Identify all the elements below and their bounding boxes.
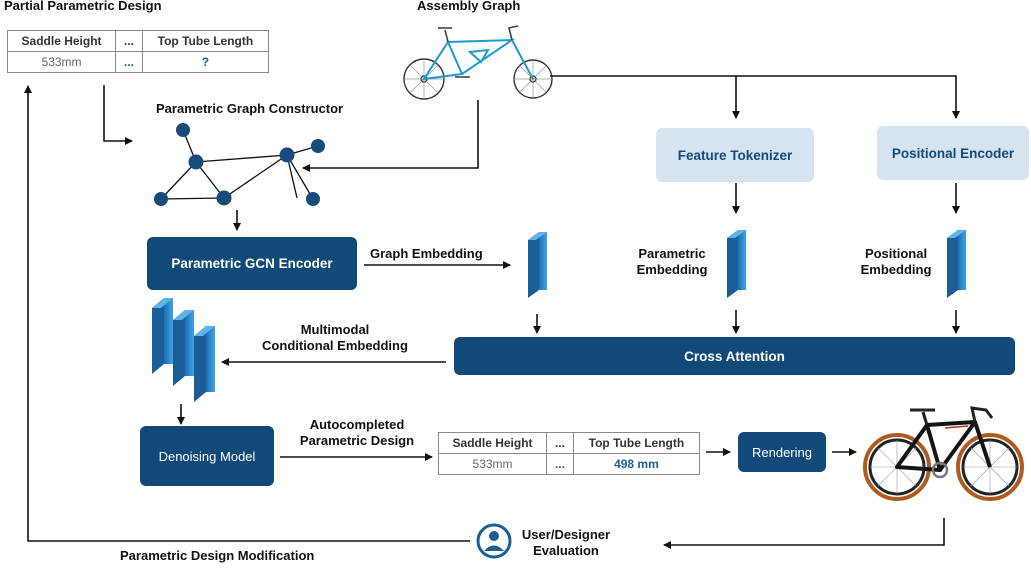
positional-embedding-line2: Embedding [860, 262, 932, 277]
header-ellipsis: ... [546, 432, 574, 454]
header-ellipsis: ... [115, 30, 143, 52]
arrow-assembly-to-graph [302, 100, 479, 172]
embedding-positional-icon [947, 230, 966, 298]
embedding-parametric-icon [727, 230, 746, 298]
multimodal-embedding-line1: Multimodal [300, 322, 370, 337]
user-evaluation-line1: User/Designer [521, 527, 611, 542]
table-header-row: Saddle Height ... Top Tube Length [6, 30, 270, 52]
value-top-tube-length: ? [141, 51, 270, 73]
multimodal-embedding-line2: Conditional Embedding [262, 338, 408, 353]
value-ellipsis: ... [115, 51, 143, 73]
feature-tokenizer-box: Feature Tokenizer [656, 128, 814, 182]
arrow-table-to-graph [103, 85, 133, 145]
positional-embedding-line1: Positional [864, 246, 928, 261]
header-saddle-height: Saddle Height [437, 432, 548, 454]
positional-encoder-box: Positional Encoder [877, 126, 1029, 180]
multimodal-embedding-label: Multimodal Conditional Embedding [240, 322, 430, 354]
header-top-tube-length: Top Tube Length [141, 30, 270, 52]
graph-constructor-title: Parametric Graph Constructor [156, 101, 344, 116]
header-top-tube-length: Top Tube Length [572, 432, 701, 454]
value-saddle-height: 533mm [6, 51, 117, 73]
rendering-box: Rendering [738, 432, 826, 472]
parametric-embedding-label: Parametric Embedding [628, 246, 716, 278]
assembly-graph-title: Assembly Graph [417, 0, 521, 13]
table-value-row: 533mm ... ? [6, 51, 270, 73]
arrow-modification-loop [24, 85, 470, 542]
value-ellipsis: ... [546, 453, 574, 475]
autocompleted-design-label: Autocompleted Parametric Design [282, 417, 432, 449]
denoising-model-box: Denoising Model [140, 426, 274, 486]
user-evaluation-line2: Evaluation [533, 543, 599, 558]
partial-design-table: Saddle Height ... Top Tube Length 533mm … [6, 30, 270, 73]
autocompleted-design-line1: Autocompleted [309, 417, 405, 432]
user-icon [476, 523, 512, 559]
embedding-graph-icon [528, 232, 547, 298]
graph-embedding-label: Graph Embedding [370, 246, 483, 261]
arrow-bike-to-evaluation [663, 518, 945, 549]
multimodal-embedding-icon [152, 298, 215, 402]
positional-embedding-label: Positional Embedding [852, 246, 940, 278]
graph-network [154, 123, 325, 206]
design-modification-label: Parametric Design Modification [120, 548, 315, 563]
value-top-tube-length: 498 mm [572, 453, 701, 475]
header-saddle-height: Saddle Height [6, 30, 117, 52]
rendered-bike-image [863, 406, 1024, 501]
assembly-bike-icon [403, 25, 553, 100]
parametric-embedding-line1: Parametric [638, 246, 706, 261]
user-evaluation-label: User/Designer Evaluation [506, 527, 626, 559]
autocompleted-design-line2: Parametric Design [299, 433, 415, 448]
gcn-encoder-box: Parametric GCN Encoder [147, 237, 357, 290]
arrow-assembly-to-positional [550, 75, 960, 119]
parametric-embedding-line2: Embedding [636, 262, 708, 277]
autocompleted-design-table: Saddle Height ... Top Tube Length 533mm … [437, 432, 701, 475]
table-header-row: Saddle Height ... Top Tube Length [437, 432, 701, 454]
cross-attention-box: Cross Attention [454, 337, 1015, 375]
partial-design-title: Partial Parametric Design [4, 0, 162, 13]
table-value-row: 533mm ... 498 mm [437, 453, 701, 475]
value-saddle-height: 533mm [437, 453, 548, 475]
